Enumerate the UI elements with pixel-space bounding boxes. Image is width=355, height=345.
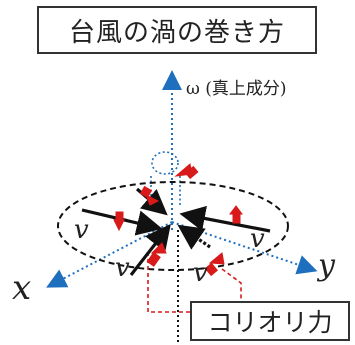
velocity-label: v (74, 215, 89, 245)
y-axis-label: y (318, 248, 335, 283)
velocity-label: v (250, 224, 265, 254)
velocity-arrow (177, 224, 211, 250)
velocity-arrow (179, 205, 271, 233)
velocity-label: v (115, 253, 130, 283)
coriolis-force-arrow (208, 252, 225, 265)
omega-axis-label: ω (真上成分) (186, 79, 287, 99)
velocity-labels: v v v v (74, 215, 265, 288)
diagram-title: 台風の渦の巻き方 (37, 6, 317, 54)
coriolis-force-label: コリオリ力 (190, 301, 350, 341)
coriolis-force-arrows (113, 163, 243, 277)
coriolis-force-arrow (145, 193, 160, 206)
center-column (150, 151, 181, 205)
vortex-ellipse (57, 181, 289, 271)
coriolis-force-arrow (150, 242, 167, 254)
coriolis-guide (147, 252, 242, 313)
y-axis (171, 221, 318, 275)
velocity-arrow (129, 223, 171, 276)
velocity-label: v (193, 258, 208, 288)
x-axis-label: x (12, 268, 32, 308)
